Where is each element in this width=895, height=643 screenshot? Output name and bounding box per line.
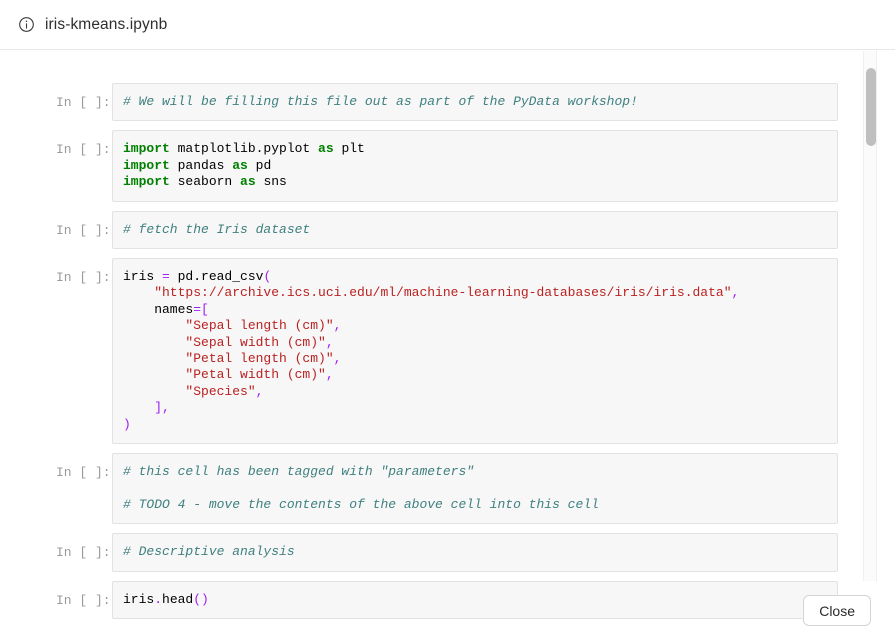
code-token: # Descriptive analysis [123,544,295,560]
code-token: as [232,157,248,173]
cell-prompt: In [ ]: [56,270,111,286]
code-token: iris [123,591,155,607]
info-circle-icon [18,16,35,33]
code-token: , [731,285,740,301]
code-token: # this cell has been tagged with "parame… [123,464,475,480]
code-token: sns [255,174,287,190]
notebook-cell[interactable]: In [ ]: # Descriptive analysis [0,533,858,572]
close-button[interactable]: Close [803,595,871,626]
code-token: =[ [193,301,209,317]
code-token: import [123,174,170,190]
cell-source: # this cell has been tagged with "parame… [123,464,831,513]
cell-editor[interactable]: # We will be filling this file out as pa… [112,83,838,122]
code-token: "https://archive.ics.uci.edu/ml/machine-… [123,285,732,301]
notebook-cell[interactable]: In [ ]: # We will be filling this file ou… [0,83,858,122]
cell-source: iris = pd.read_csv( "https://archive.ics… [123,269,831,433]
code-token: "Sepal width (cm)" [123,334,326,350]
code-token: = [162,269,170,285]
code-token: ], [123,400,170,416]
code-token: "Sepal length (cm)" [123,318,334,334]
cell-prompt: In [ ]: [56,142,111,158]
notebook-scroll-area[interactable]: In [ ]: # We will be filling this file ou… [0,51,895,643]
cell-source: import matplotlib.pyplot as plt import p… [123,141,831,190]
scrollbar-thumb[interactable] [866,68,876,146]
code-token: seaborn [169,174,241,190]
notebook-cell[interactable]: In [ ]: iris.head() [0,580,858,620]
notebook-cell[interactable]: In [ ]: iris = pd.read_csv( "https://arch… [0,258,858,445]
cell-editor[interactable]: # Descriptive analysis [112,533,838,572]
notebook-cell[interactable]: In [ ]: import matplotlib.pyplot as plt i… [0,130,858,202]
cell-source: iris.head() [123,592,831,608]
cell-prompt: In [ ]: [56,545,111,561]
cell-source: # fetch the Iris dataset [123,222,831,238]
code-token: , [325,334,334,350]
titlebar: iris-kmeans.ipynb [0,0,895,50]
notebook-cell-list: In [ ]: # We will be filling this file ou… [0,51,858,628]
code-token: as [318,141,334,157]
cell-source: # We will be filling this file out as pa… [123,94,831,110]
code-token: , [333,351,342,367]
code-token: # fetch the Iris dataset [123,221,311,237]
notebook-cell[interactable]: In [ ]: # fetch the Iris dataset [0,210,858,250]
code-token: # TODO 4 - move the contents of the abov… [123,496,599,512]
code-token: , [333,318,342,334]
code-token: "Species" [123,383,256,399]
code-token: pandas [169,157,233,173]
cell-editor[interactable]: iris = pd.read_csv( "https://archive.ics… [112,258,838,445]
code-token: "Petal width (cm)" [123,367,326,383]
code-token: as [240,174,256,190]
cell-source: # Descriptive analysis [123,544,831,560]
code-token: matplotlib.pyplot [169,141,319,157]
code-token: import [123,141,170,157]
code-token: head [162,591,194,607]
blank-line [123,481,831,497]
cell-editor[interactable]: import matplotlib.pyplot as plt import p… [112,130,838,202]
cell-prompt: In [ ]: [56,95,111,110]
cell-prompt: In [ ]: [56,592,111,608]
cell-editor[interactable]: # fetch the Iris dataset [112,210,838,250]
code-token: iris [123,269,163,285]
cell-editor[interactable]: # this cell has been tagged with "parame… [112,453,838,525]
code-token: ) [123,416,131,432]
code-token: ( [263,269,272,285]
code-token: pd [247,157,272,173]
cell-prompt: In [ ]: [56,222,111,238]
code-token: , [255,383,264,399]
code-token: names [123,301,194,317]
code-token: pd.read_csv [169,269,264,285]
code-token: , [325,367,334,383]
code-token: import [123,157,170,173]
cell-prompt: In [ ]: [56,465,111,481]
notebook-cell[interactable]: In [ ]: # this cell has been tagged with … [0,453,858,525]
code-token: "Petal length (cm)" [123,351,334,367]
page-title: iris-kmeans.ipynb [45,15,168,33]
code-token: () [193,591,209,607]
cell-editor[interactable]: iris.head() [112,580,838,620]
vertical-scrollbar[interactable] [863,51,877,581]
code-token: . [154,591,163,607]
code-token: plt [333,141,365,157]
code-token: # We will be filling this file out as pa… [123,94,638,109]
